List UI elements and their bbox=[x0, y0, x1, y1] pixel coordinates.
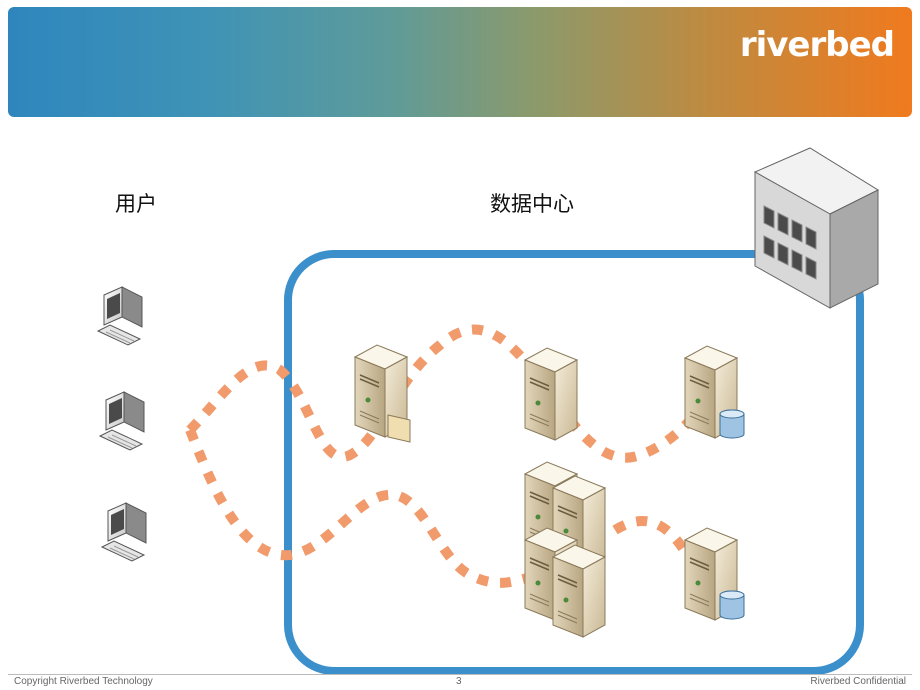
flow-path-cluster bbox=[612, 516, 695, 563]
flow-path-lower bbox=[185, 428, 542, 588]
database-server-icon bbox=[684, 527, 745, 621]
datacenter-boundary bbox=[284, 250, 864, 675]
web-server-icon bbox=[354, 344, 411, 443]
footer-copyright: Copyright Riverbed Technology bbox=[14, 676, 153, 687]
users-label: 用户 bbox=[115, 192, 157, 216]
app-server-icon bbox=[524, 347, 578, 441]
riverbed-logo: riverbed bbox=[739, 25, 895, 65]
computer-icon bbox=[99, 391, 145, 451]
building-icon bbox=[753, 147, 880, 309]
database-server-icon bbox=[684, 345, 745, 439]
header-banner: riverbed bbox=[8, 7, 912, 117]
footer-divider bbox=[8, 674, 912, 675]
flow-path-upper bbox=[186, 324, 704, 463]
footer-confidential: Riverbed Confidential bbox=[810, 676, 906, 687]
server-cluster-icon bbox=[524, 461, 606, 638]
datacenter-label: 数据中心 bbox=[490, 192, 574, 216]
page-number: 3 bbox=[456, 676, 462, 687]
computer-icon bbox=[101, 502, 147, 562]
computer-icon bbox=[97, 286, 143, 346]
